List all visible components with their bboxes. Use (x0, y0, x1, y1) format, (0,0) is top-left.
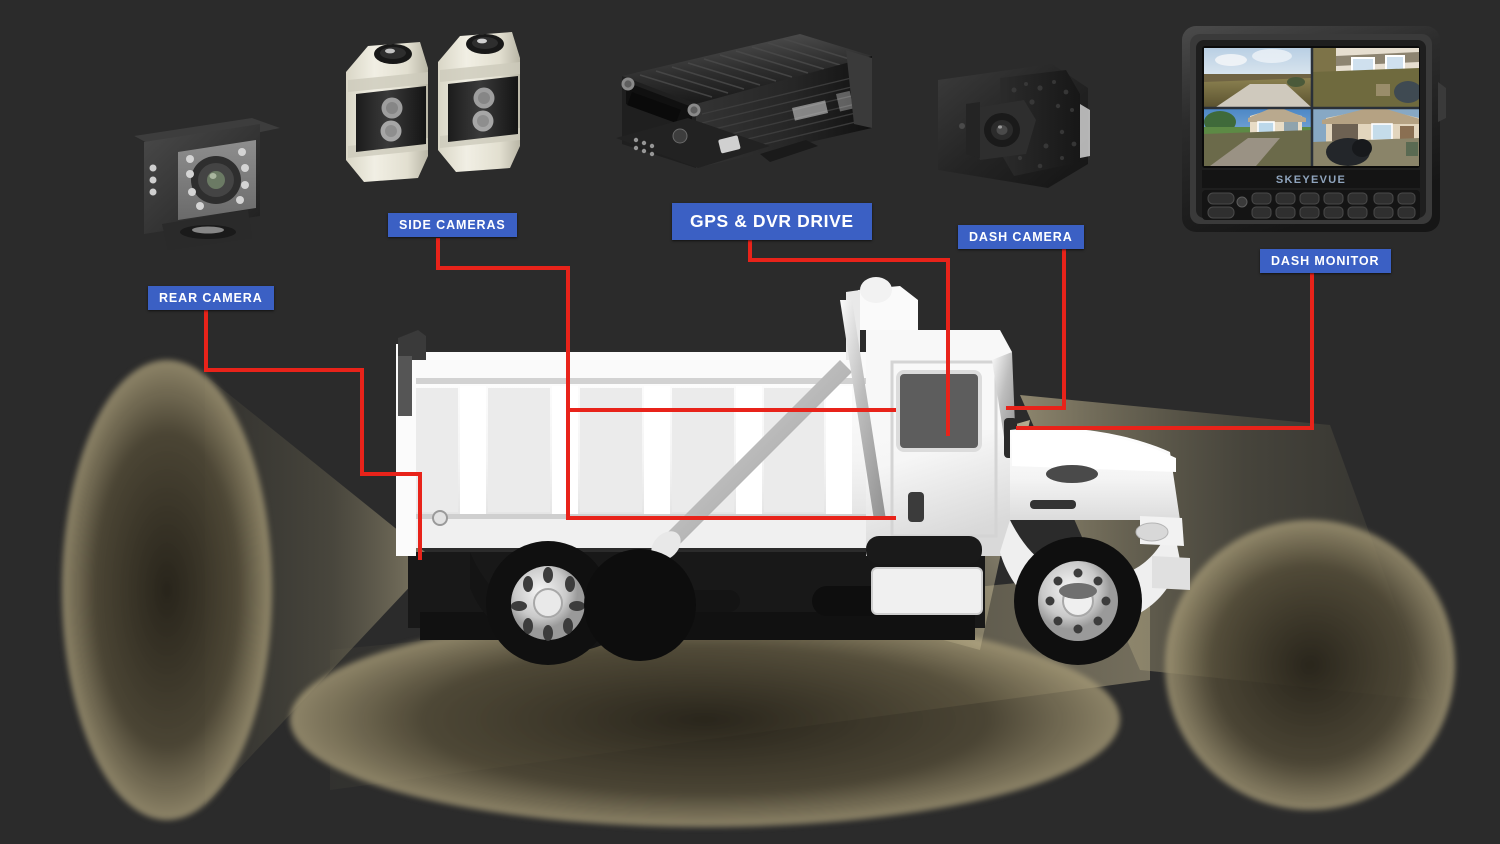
label-dash-camera[interactable]: DASH CAMERA (958, 225, 1084, 249)
wire-side-cameras-2 (436, 266, 570, 270)
wire-side-cameras-3 (566, 266, 570, 412)
dash-camera-photo (928, 48, 1104, 200)
wire-side-cameras-1 (436, 238, 440, 270)
gps-dvr-photo (610, 28, 880, 190)
wire-rear-camera-3 (360, 368, 364, 476)
wire-dash-camera-2 (1006, 406, 1066, 410)
rear-camera-photo (128, 112, 288, 252)
label-rear-camera[interactable]: REAR CAMERA (148, 286, 274, 310)
wire-dash-camera-1 (1062, 248, 1066, 410)
label-dash-monitor[interactable]: DASH MONITOR (1260, 249, 1391, 273)
wire-side-cameras-6 (566, 516, 896, 520)
wire-side-cameras-4 (566, 408, 896, 412)
wire-rear-camera-2 (204, 368, 364, 372)
wire-rear-camera-5 (418, 472, 422, 560)
dash-monitor-photo: SKEYEVUE (1176, 22, 1448, 242)
wire-dash-monitor-2 (1016, 426, 1314, 430)
wire-gps-dvr-2 (748, 258, 950, 262)
label-gps-dvr-drive[interactable]: GPS & DVR DRIVE (672, 203, 872, 240)
wire-side-cameras-5 (566, 408, 570, 520)
wire-rear-camera-4 (360, 472, 422, 476)
wire-dash-monitor-1 (1310, 272, 1314, 430)
wire-rear-camera-1 (204, 310, 208, 372)
monitor-brand-text: SKEYEVUE (1276, 174, 1346, 186)
wire-gps-dvr-3 (946, 258, 950, 436)
side-cameras-photo (338, 28, 538, 196)
label-side-cameras[interactable]: SIDE CAMERAS (388, 213, 517, 237)
wire-gps-dvr-1 (748, 240, 752, 262)
